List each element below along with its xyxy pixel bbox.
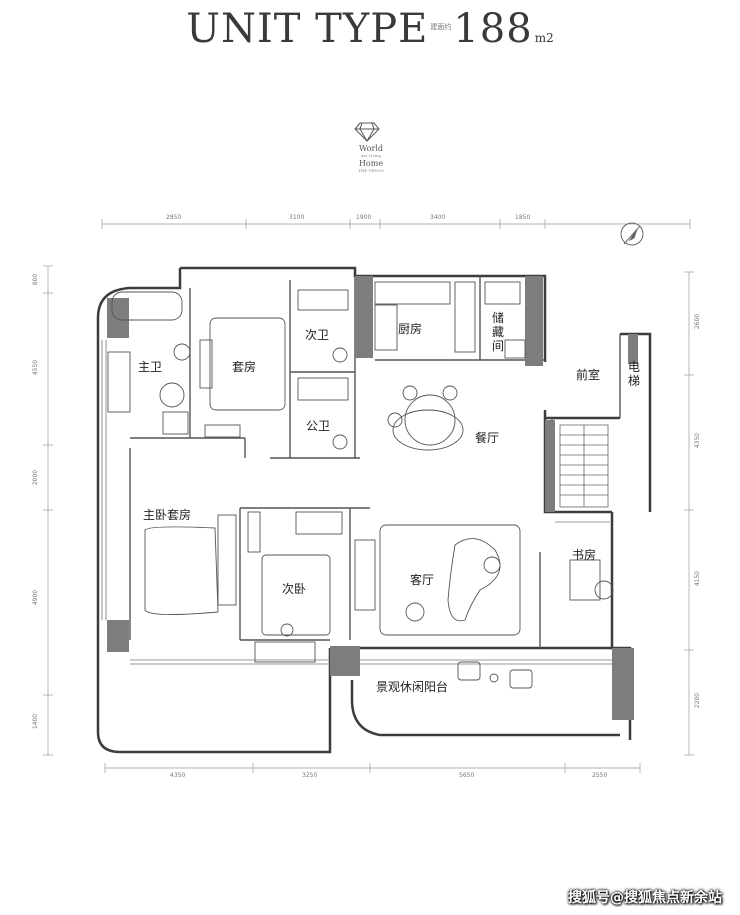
dim-top-2: 3100 — [289, 214, 305, 221]
room-public-bath: 公卫 — [306, 419, 331, 433]
dim-left-2: 4550 — [32, 359, 40, 376]
living-rug — [379, 524, 521, 636]
suite-bed — [209, 317, 286, 411]
dim-top-3: 1900 — [356, 214, 372, 221]
dim-right-3: 4150 — [694, 570, 702, 587]
staircase — [559, 424, 609, 508]
dimension-lines — [43, 219, 694, 773]
dim-left-5: 1400 — [32, 713, 40, 730]
dim-right-2: 4350 — [694, 432, 702, 449]
dining-table — [404, 394, 456, 446]
logo-line1-small: Art Living — [360, 153, 382, 158]
brand-logo: World Art Living Home THE VENUS — [335, 118, 407, 174]
room-dining: 餐厅 — [475, 431, 500, 445]
dim-right-4: 2200 — [694, 692, 702, 709]
master-bed — [144, 526, 219, 616]
diamond-logo-icon — [354, 122, 380, 142]
room-second-bath: 次卫 — [305, 328, 330, 342]
dim-top-4: 3400 — [430, 214, 446, 221]
dim-bottom-2: 3250 — [302, 772, 318, 779]
room-second-bedroom: 次卧 — [282, 582, 307, 596]
title-unit: m2 — [534, 31, 554, 45]
dim-top-5: 1850 — [515, 214, 531, 221]
room-suite: 套房 — [232, 360, 257, 374]
dim-left-1: 800 — [32, 273, 40, 286]
title-area-note: 建面约 — [430, 23, 452, 31]
second-bed — [261, 554, 331, 636]
window-frames — [101, 340, 612, 665]
logo-line2-small: THE VENUS — [358, 168, 384, 173]
room-master-bath: 主卫 — [138, 360, 163, 374]
north-arrow-icon — [620, 222, 644, 246]
watermark-text: 搜狐号@搜狐焦点新余站 — [568, 890, 722, 906]
structural-columns — [107, 276, 638, 720]
dim-top-1: 2850 — [166, 214, 182, 221]
dim-left-4: 4900 — [32, 589, 40, 606]
logo-line1: World — [359, 144, 383, 153]
furniture — [107, 281, 614, 689]
room-elevator: 电梯 — [628, 360, 641, 388]
room-study: 书房 — [572, 548, 597, 562]
room-master-suite: 主卧套房 — [143, 508, 192, 522]
dim-bottom-4: 2550 — [592, 772, 608, 779]
dim-right-1: 2600 — [694, 313, 702, 330]
dim-left-3: 2000 — [32, 469, 40, 486]
title-text: UNIT TYPE — [186, 6, 429, 52]
logo-line2: Home — [358, 159, 384, 168]
dim-bottom-1: 4350 — [170, 772, 186, 779]
room-living: 客厅 — [410, 573, 435, 587]
room-storage: 储藏间 — [492, 311, 505, 353]
room-balcony: 景观休闲阳台 — [376, 680, 449, 694]
title-number: 188 — [453, 6, 533, 52]
room-lobby: 前室 — [576, 368, 601, 382]
dim-bottom-3: 5650 — [459, 772, 475, 779]
room-kitchen: 厨房 — [398, 322, 423, 336]
bathtub — [111, 291, 183, 321]
